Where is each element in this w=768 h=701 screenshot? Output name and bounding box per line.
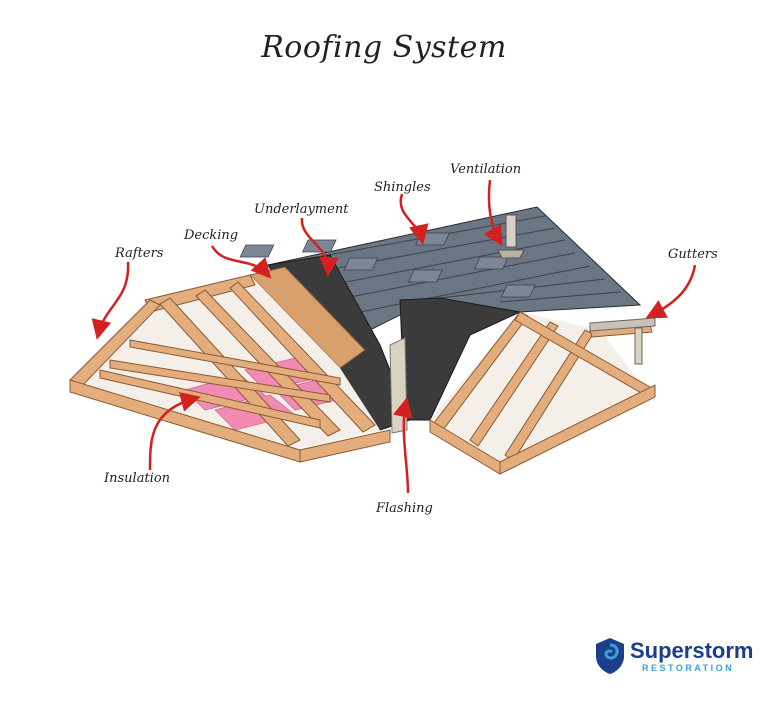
gutter: [589, 317, 656, 332]
gutter-downspout: [634, 327, 643, 365]
label-underlayment: Underlayment: [254, 202, 349, 217]
label-flashing: Flashing: [376, 501, 433, 516]
shingles-arrow: [399, 193, 429, 245]
left-framing: [69, 274, 391, 463]
ventilation-vent: [497, 214, 525, 259]
label-insulation: Insulation: [104, 471, 171, 486]
ventilation-arrow: [483, 179, 503, 247]
diagram-title: Roofing System: [261, 30, 507, 65]
brand-logo: Superstorm RESTORATION: [594, 636, 753, 676]
brand-name: Superstorm: [630, 638, 754, 663]
flashing-arrow: [393, 397, 413, 494]
label-shingles: Shingles: [374, 180, 431, 195]
label-decking: Decking: [184, 228, 239, 243]
insulation-arrow: [148, 392, 201, 471]
rafters-arrow: [91, 261, 130, 340]
gutters-arrow: [645, 264, 697, 319]
right-framing: [429, 311, 656, 475]
callout-arrows: [91, 179, 697, 494]
storm-shield-icon: [596, 638, 624, 674]
label-rafters: Rafters: [115, 246, 164, 261]
underlayment-arrow: [300, 217, 340, 277]
brand-tagline: RESTORATION: [642, 663, 735, 673]
decking-arrow: [210, 245, 272, 279]
label-gutters: Gutters: [668, 247, 718, 262]
label-ventilation: Ventilation: [450, 162, 522, 177]
